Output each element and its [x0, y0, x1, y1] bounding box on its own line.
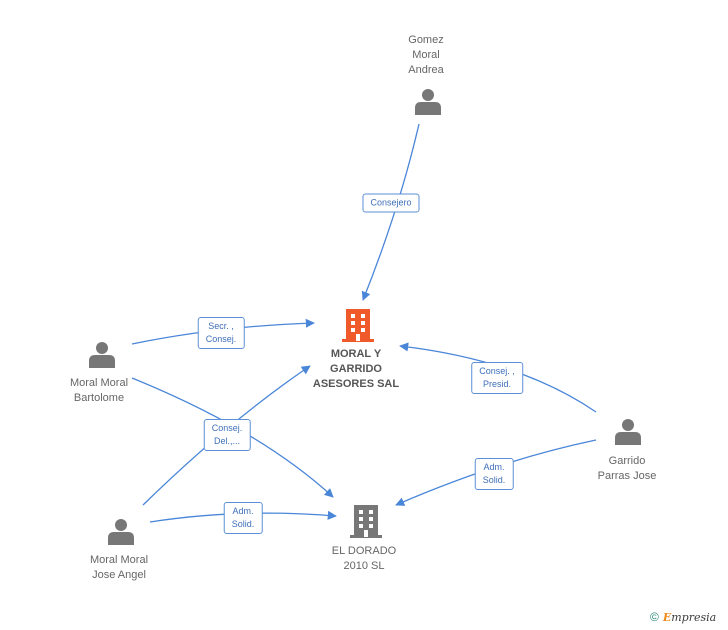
edge-label-line: Consejero: [370, 197, 412, 208]
brand-text: mpresia: [671, 610, 717, 624]
edge-label-adm-solid-garrido[interactable]: Adm. Solid.: [474, 458, 514, 490]
building-icon[interactable]: [350, 505, 382, 538]
node-label-line: MORAL Y: [330, 348, 382, 360]
edge-label-line: Solid.: [231, 519, 255, 529]
person-icon[interactable]: [108, 519, 134, 545]
node-label-line: Moral: [412, 49, 440, 61]
edge-label-line: Adm.: [483, 462, 505, 472]
person-icon[interactable]: [615, 419, 641, 445]
node-label-line: Parras Jose: [597, 470, 657, 482]
node-label-line: GARRIDO: [330, 363, 382, 375]
node-label-line: ASESORES SAL: [312, 378, 400, 390]
node-label-line: Jose Angel: [92, 569, 146, 581]
person-icon[interactable]: [415, 89, 441, 115]
node-label-gomez[interactable]: Gomez Moral Andrea: [408, 33, 443, 78]
edge-label-secr-consej[interactable]: Secr. , Consej.: [197, 317, 245, 349]
node-label-garrido[interactable]: Garrido Parras Jose: [598, 454, 657, 484]
node-label-line: Garrido: [608, 455, 646, 467]
node-label-line: Moral Moral: [89, 554, 149, 566]
edge-label-line: Adm.: [232, 506, 254, 516]
edge-label-line: Consej.: [205, 334, 237, 344]
node-label-line: Moral Moral: [69, 377, 129, 389]
edge-label-consej-presid[interactable]: Consej. , Presid.: [471, 362, 523, 394]
footer-brand: © Empresia: [650, 610, 716, 624]
edge-label-line: Solid.: [482, 475, 506, 485]
node-label-bartolome[interactable]: Moral Moral Bartolome: [70, 376, 128, 406]
copyright-icon: ©: [650, 610, 659, 624]
person-icon[interactable]: [89, 342, 115, 368]
brand-initial: E: [662, 610, 672, 624]
edge-label-line: Consej. ,: [479, 366, 515, 376]
node-label-main-company[interactable]: MORAL Y GARRIDO ASESORES SAL: [313, 347, 399, 392]
edge-label-consejero[interactable]: Consejero: [362, 193, 420, 213]
node-label-line: 2010 SL: [343, 560, 385, 572]
node-label-line: EL DORADO: [331, 545, 397, 557]
icons-layer: [89, 89, 641, 545]
node-label-jose-angel[interactable]: Moral Moral Jose Angel: [90, 553, 148, 583]
edge-label-adm-solid-jose[interactable]: Adm. Solid.: [223, 502, 263, 534]
node-label-line: Andrea: [408, 64, 444, 76]
edge-label-line: Consej.: [211, 423, 243, 433]
edge-label-line: Del.,...: [213, 436, 241, 446]
node-label-eldorado[interactable]: EL DORADO 2010 SL: [332, 544, 396, 574]
node-label-line: Bartolome: [73, 392, 125, 404]
brand-logo: Empresia: [663, 611, 716, 624]
edge-label-line: Secr. ,: [208, 321, 234, 331]
edge-label-line: Presid.: [482, 379, 511, 389]
node-label-line: Gomez: [408, 34, 444, 46]
building-icon[interactable]: [342, 309, 374, 342]
edge-label-consej-del[interactable]: Consej. Del.,...: [203, 419, 251, 451]
